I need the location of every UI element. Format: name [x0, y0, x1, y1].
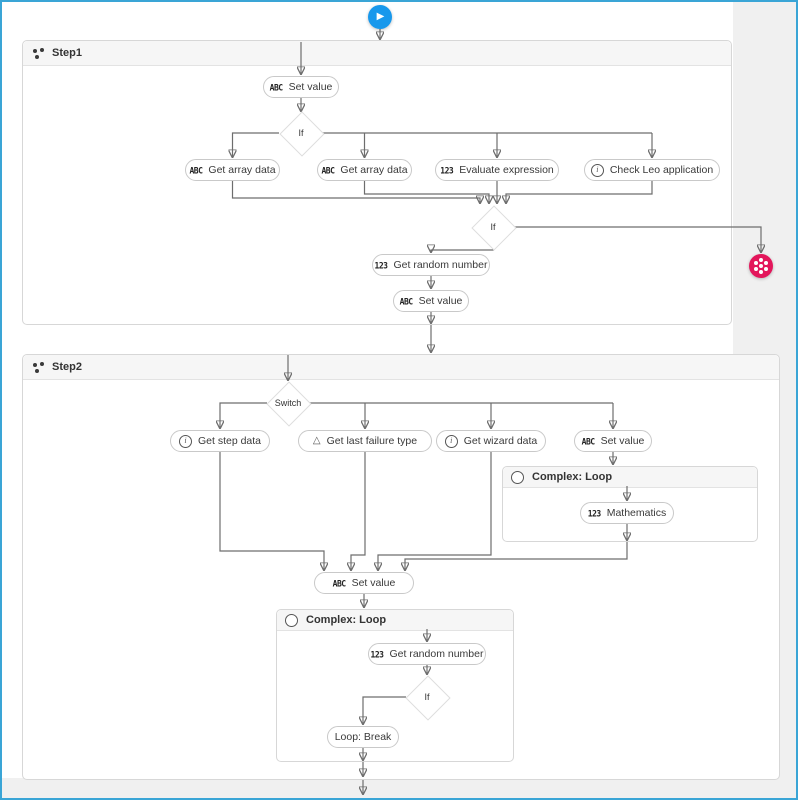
node-loop-break[interactable]: Loop: Break: [327, 726, 399, 748]
abc-icon: ABC: [189, 164, 203, 176]
node-set-value-1[interactable]: ABC Set value: [263, 76, 339, 98]
step2-title: Step2: [52, 361, 82, 373]
numbers-icon: 123: [374, 259, 388, 271]
node-mathematics[interactable]: 123 Mathematics: [580, 502, 674, 524]
gateway-label: If: [490, 222, 496, 232]
node-set-value-2[interactable]: ABC Set value: [393, 290, 469, 312]
node-label: Set value: [600, 435, 645, 447]
abc-icon: ABC: [269, 81, 283, 93]
step2-header[interactable]: Step2: [23, 355, 779, 380]
error-exit-node[interactable]: [749, 254, 773, 278]
node-label: Check Leo application: [609, 164, 714, 176]
loop1-title: Complex: Loop: [532, 471, 613, 483]
error-dots-icon: [759, 264, 763, 268]
node-check-leo-application[interactable]: i Check Leo application: [584, 159, 720, 181]
gateway-if-2[interactable]: If: [471, 205, 517, 251]
node-get-wizard-data[interactable]: i Get wizard data: [436, 430, 546, 452]
node-label: Get last failure type: [326, 435, 418, 447]
node-evaluate-expression[interactable]: 123 Evaluate expression: [435, 159, 559, 181]
abc-icon: ABC: [321, 164, 335, 176]
node-get-step-data[interactable]: i Get step data: [170, 430, 270, 452]
loop1-header[interactable]: Complex: Loop: [503, 467, 757, 488]
start-node[interactable]: ▶: [368, 5, 392, 29]
gateway-label: If: [424, 692, 430, 702]
info-icon: i: [178, 434, 192, 448]
info-icon: i: [444, 434, 458, 448]
abc-icon: ABC: [332, 577, 346, 589]
node-label: Get wizard data: [463, 435, 538, 447]
numbers-icon: 123: [587, 507, 601, 519]
loop2-header[interactable]: Complex: Loop: [277, 610, 513, 631]
node-label: Get array data: [340, 164, 408, 176]
gateway-switch[interactable]: Switch: [266, 381, 312, 427]
gateway-label: If: [298, 128, 304, 138]
steps-dots-icon: [31, 47, 44, 60]
node-label: Get random number: [393, 259, 488, 271]
play-icon: ▶: [376, 11, 385, 22]
warning-triangle-icon: △: [312, 435, 321, 446]
node-label: Loop: Break: [334, 731, 392, 743]
numbers-icon: 123: [440, 164, 454, 176]
abc-icon: ABC: [581, 435, 595, 447]
node-get-last-failure-type[interactable]: △ Get last failure type: [298, 430, 432, 452]
info-icon: i: [590, 163, 604, 177]
abc-icon: ABC: [399, 295, 413, 307]
node-label: Get array data: [208, 164, 276, 176]
gateway-if-3[interactable]: If: [405, 675, 451, 721]
numbers-icon: 123: [370, 648, 384, 660]
step1-container[interactable]: Step1: [22, 40, 732, 325]
step1-title: Step1: [52, 47, 82, 59]
node-get-array-data-2[interactable]: ABC Get array data: [317, 159, 412, 181]
loop1-container[interactable]: Complex: Loop: [502, 466, 758, 542]
step1-header[interactable]: Step1: [23, 41, 731, 66]
node-label: Evaluate expression: [459, 164, 554, 176]
loop-circle-icon: [285, 613, 298, 627]
node-label: Set value: [351, 577, 396, 589]
node-get-random-number-1[interactable]: 123 Get random number: [372, 254, 490, 276]
node-label: Mathematics: [606, 507, 667, 519]
node-get-random-number-2[interactable]: 123 Get random number: [368, 643, 486, 665]
gateway-if-1[interactable]: If: [279, 111, 325, 157]
node-set-value-4[interactable]: ABC Set value: [314, 572, 414, 594]
node-get-array-data-1[interactable]: ABC Get array data: [185, 159, 280, 181]
loop2-title: Complex: Loop: [306, 614, 387, 626]
gateway-label: Switch: [274, 398, 302, 408]
node-set-value-3[interactable]: ABC Set value: [574, 430, 652, 452]
node-label: Set value: [288, 81, 333, 93]
node-label: Get random number: [389, 648, 484, 660]
loop-circle-icon: [511, 470, 524, 484]
steps-dots-icon: [31, 361, 44, 374]
loop2-container[interactable]: Complex: Loop: [276, 609, 514, 762]
node-label: Get step data: [197, 435, 262, 447]
node-label: Set value: [418, 295, 463, 307]
